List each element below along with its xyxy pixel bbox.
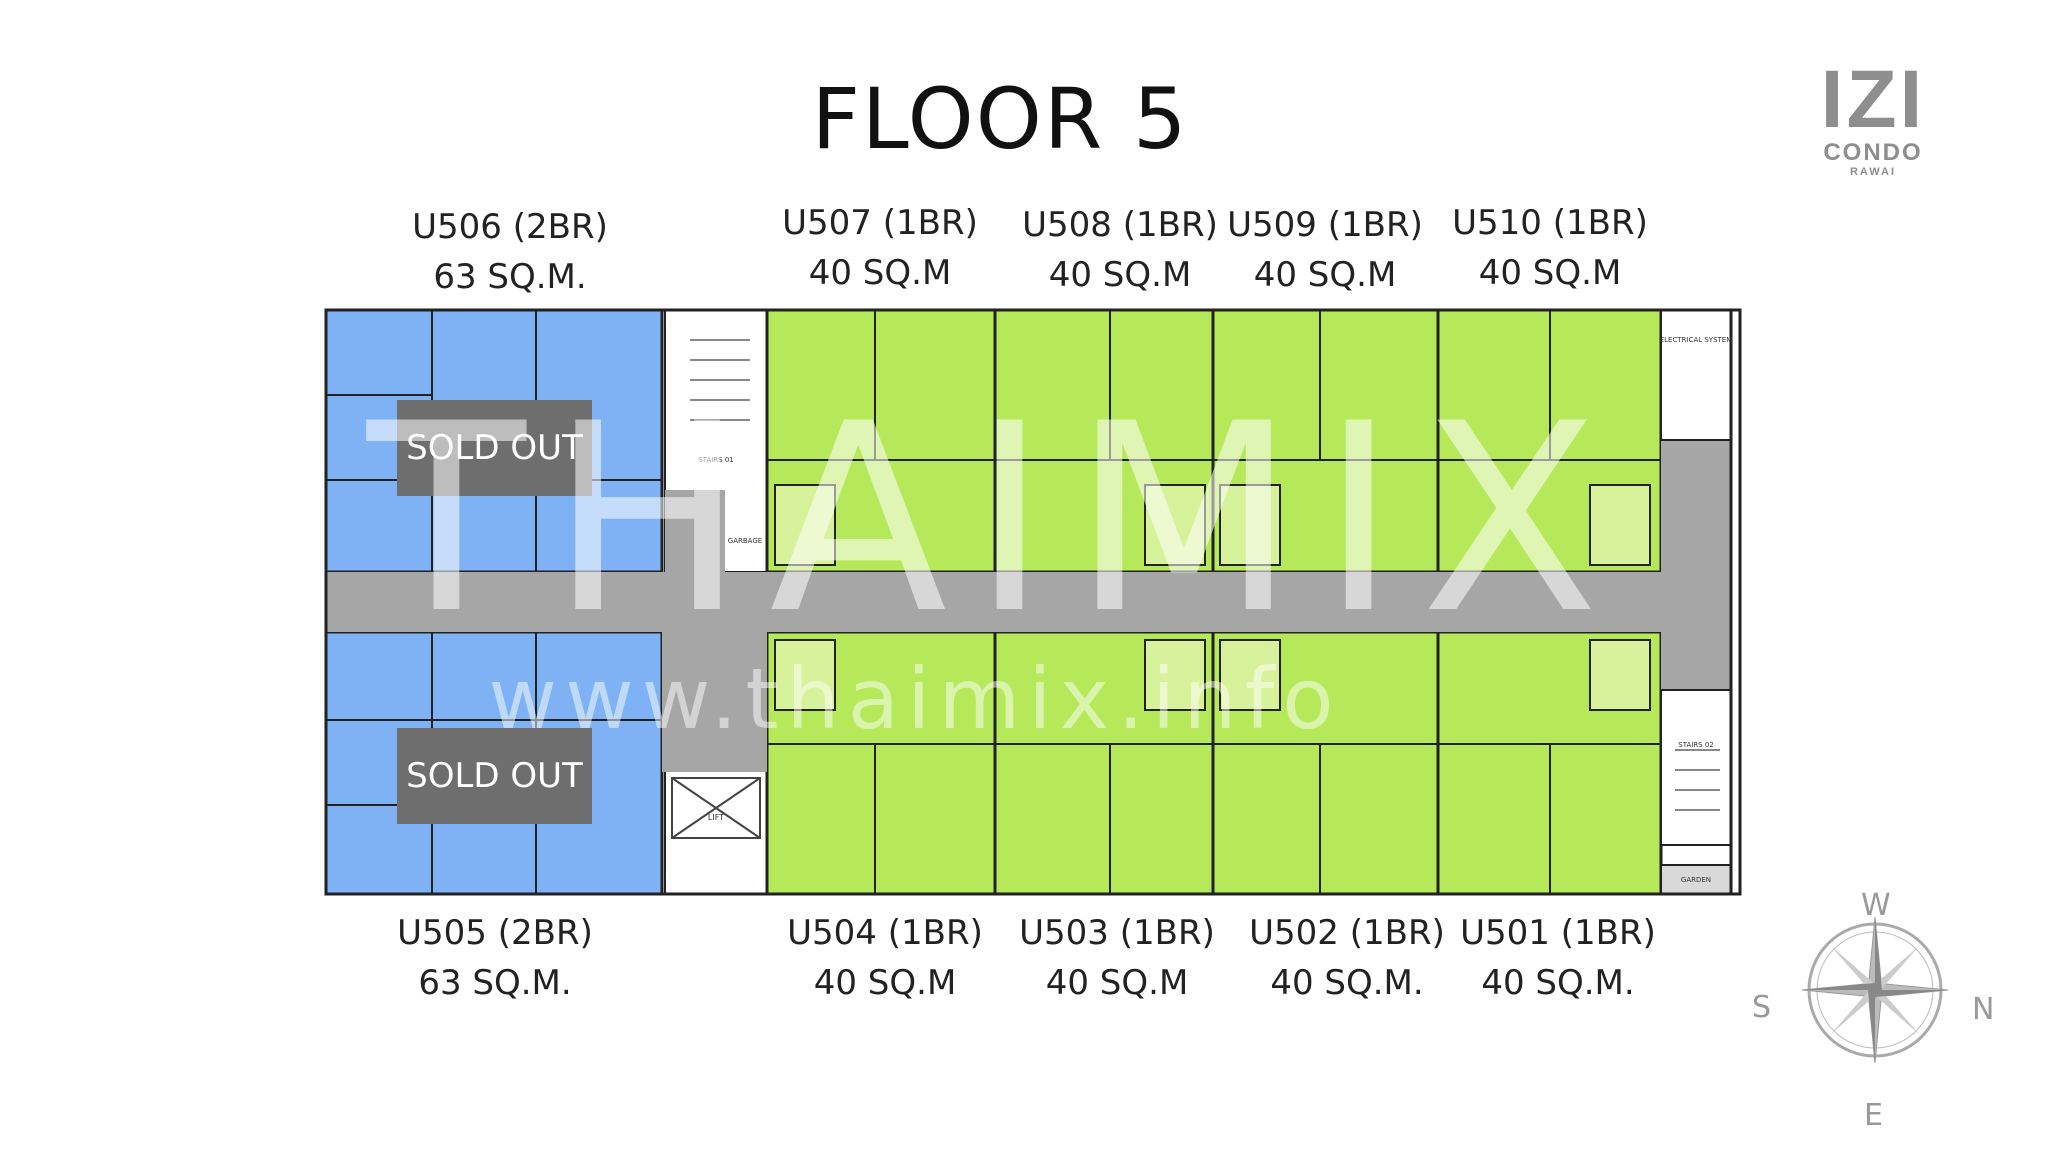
unit-id: U509 (1BR) — [1227, 205, 1423, 245]
unit-area: 40 SQ.M — [813, 963, 957, 1003]
unit-label-u507: U507 (1BR) 40 SQ.M — [770, 198, 990, 298]
unit-area: 40 SQ.M. — [1270, 963, 1424, 1003]
unit-area: 63 SQ.M. — [433, 257, 587, 297]
compass-north-label: N — [1972, 992, 1995, 1027]
unit-area: 40 SQ.M — [808, 253, 952, 293]
logo-sub-text: CONDO — [1823, 139, 1923, 166]
unit-id: U501 (1BR) — [1460, 913, 1656, 953]
stairs-01-label: STAIRS 01 — [698, 456, 733, 464]
sold-out-badge-u506: SOLD OUT — [397, 400, 592, 496]
unit-area: 40 SQ.M — [1048, 255, 1192, 295]
unit-label-u508: U508 (1BR) 40 SQ.M — [1010, 200, 1230, 300]
unit-id: U505 (2BR) — [397, 913, 593, 953]
unit-area: 40 SQ.M. — [1481, 963, 1635, 1003]
unit-area: 40 SQ.M — [1478, 253, 1622, 293]
unit-id: U506 (2BR) — [412, 207, 608, 247]
corridor — [326, 572, 1661, 632]
unit-area: 40 SQ.M — [1045, 963, 1189, 1003]
unit-label-u506: U506 (2BR) 63 SQ.M. — [400, 202, 620, 302]
unit-label-u503: U503 (1BR) 40 SQ.M — [1007, 908, 1227, 1008]
unit-label-u502: U502 (1BR) 40 SQ.M. — [1237, 908, 1457, 1008]
compass-west-label: W — [1861, 888, 1891, 923]
stairs-02-label: STAIRS 02 — [1678, 741, 1713, 749]
unit-label-u504: U504 (1BR) 40 SQ.M — [775, 908, 995, 1008]
unit-id: U504 (1BR) — [787, 913, 983, 953]
unit-label-u509: U509 (1BR) 40 SQ.M — [1215, 200, 1435, 300]
unit-label-u501: U501 (1BR) 40 SQ.M. — [1448, 908, 1668, 1008]
unit-id: U507 (1BR) — [782, 203, 978, 243]
logo-location-text: RAWAI — [1849, 166, 1897, 178]
brand-logo: IZI CONDO RAWAI — [1798, 54, 1948, 179]
unit-label-u505: U505 (2BR) 63 SQ.M. — [385, 908, 605, 1008]
compass-east-label: E — [1864, 1098, 1883, 1133]
unit-area: 40 SQ.M — [1253, 255, 1397, 295]
stairs-02-area — [1660, 689, 1732, 846]
page-title: FLOOR 5 — [811, 70, 1189, 168]
unit-label-u510: U510 (1BR) 40 SQ.M — [1440, 198, 1660, 298]
unit-id: U510 (1BR) — [1452, 203, 1648, 243]
unit-area: 63 SQ.M. — [418, 963, 572, 1003]
watermark-main: THAIMIX — [367, 369, 1623, 671]
garden-label: GARDEN — [1681, 876, 1711, 884]
compass-rose-icon — [1801, 916, 1949, 1064]
unit-id: U502 (1BR) — [1249, 913, 1445, 953]
sold-out-badge-u505: SOLD OUT — [397, 728, 592, 824]
unit-id: U503 (1BR) — [1019, 913, 1215, 953]
compass-south-label: S — [1752, 990, 1772, 1025]
lift-label: LIFT — [708, 813, 724, 822]
unit-id: U508 (1BR) — [1022, 205, 1218, 245]
garbage-label: GARBAGE — [728, 537, 762, 545]
logo-main-text: IZI — [1820, 54, 1926, 145]
electrical-label: ELECTRICAL SYSTEM — [1660, 336, 1733, 344]
watermark-url: www.thaimix.info — [488, 650, 1342, 748]
